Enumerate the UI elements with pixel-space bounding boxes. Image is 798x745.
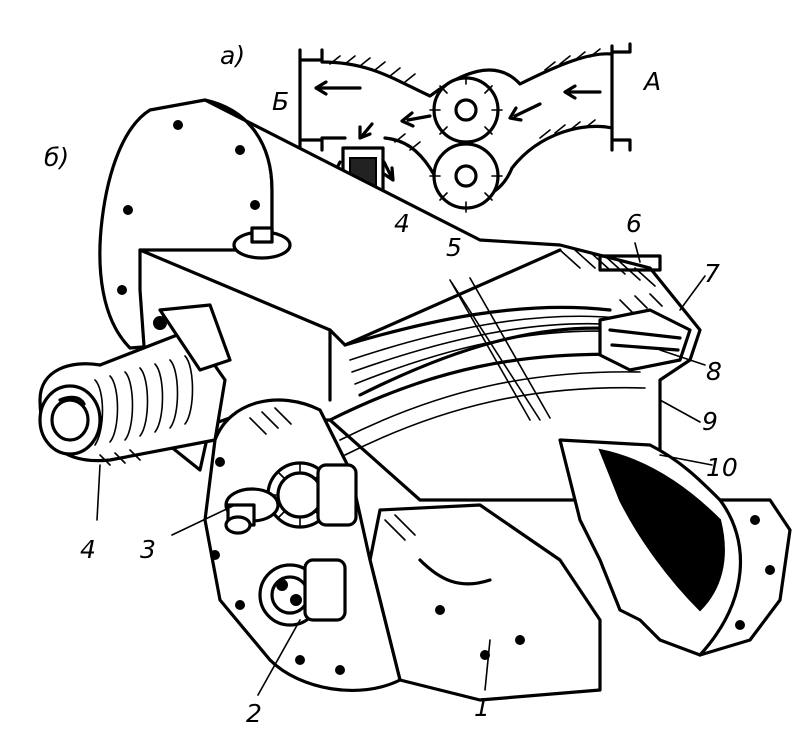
schematic-gear-pump bbox=[298, 42, 632, 213]
label-sub-b: б) bbox=[44, 143, 69, 172]
spring-coils bbox=[94, 355, 194, 446]
label-part-1: 1 bbox=[474, 693, 490, 722]
label-part-9: 9 bbox=[702, 407, 718, 436]
label-outlet: Б bbox=[272, 87, 289, 116]
label-part-10: 10 bbox=[706, 453, 738, 482]
label-part-8: 8 bbox=[706, 357, 722, 386]
label-part-2: 2 bbox=[246, 699, 262, 728]
label-part-3: 3 bbox=[140, 535, 156, 564]
label-sub-a: а) bbox=[220, 41, 245, 70]
label-part-4-top: 4 bbox=[394, 209, 410, 238]
label-part-4-left: 4 bbox=[80, 535, 96, 564]
label-part-5: 5 bbox=[446, 233, 462, 262]
label-part-7: 7 bbox=[704, 259, 720, 288]
label-inlet: А bbox=[642, 67, 661, 96]
labels: а) б) А Б 4 5 6 7 8 9 10 4 3 2 1 bbox=[44, 41, 738, 728]
leader-lines bbox=[96, 242, 713, 696]
label-part-6: 6 bbox=[626, 209, 642, 238]
screw-pump-cutaway bbox=[38, 98, 792, 702]
